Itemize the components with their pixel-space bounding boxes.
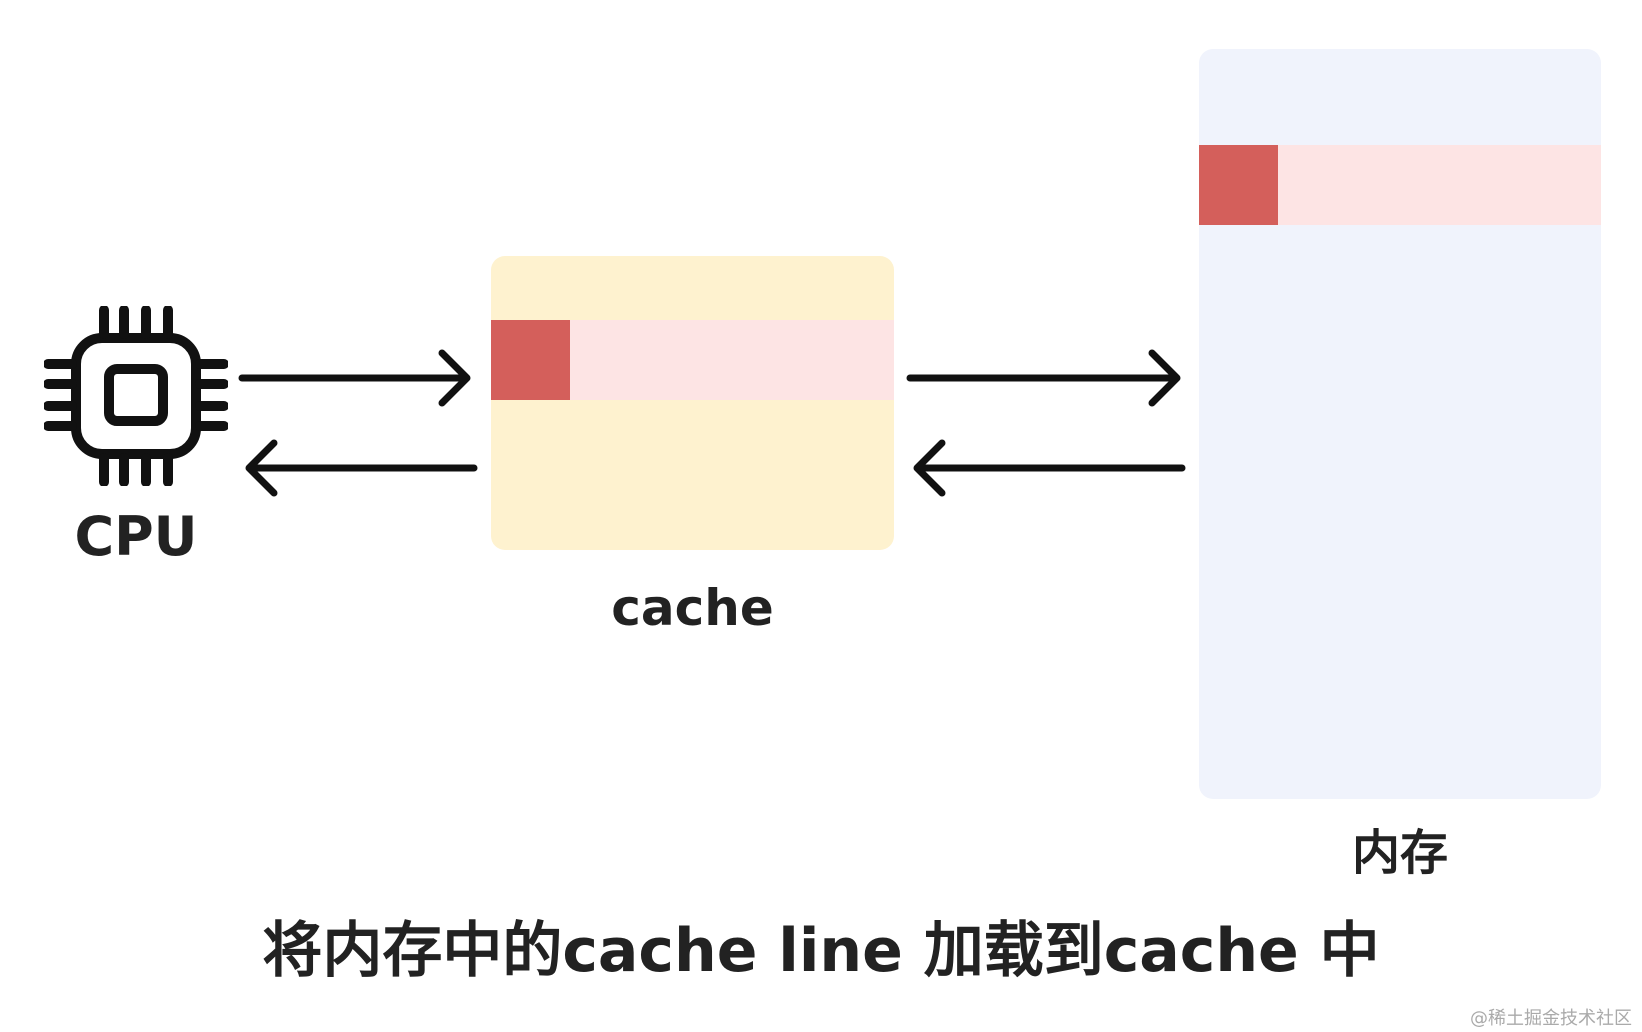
cache-line (491, 320, 894, 400)
diagram-caption: 将内存中的cache line 加载到cache 中 (262, 916, 1380, 986)
arrow-right-icon (238, 349, 471, 407)
cpu-chip-icon (44, 306, 228, 486)
arrow-left-icon (245, 439, 478, 497)
cache-line-head (491, 320, 570, 400)
memory-cache-line-head (1199, 145, 1278, 225)
cache-block (491, 256, 894, 550)
cache-label: cache (611, 579, 774, 637)
watermark: @稀土掘金技术社区 (1470, 1008, 1632, 1029)
arrow-right-icon (906, 349, 1181, 407)
memory-cache-line (1199, 145, 1601, 225)
memory-block (1199, 49, 1601, 799)
arrow-left-icon (913, 439, 1186, 497)
cpu-label: CPU (74, 505, 198, 568)
memory-label: 内存 (1351, 825, 1448, 881)
